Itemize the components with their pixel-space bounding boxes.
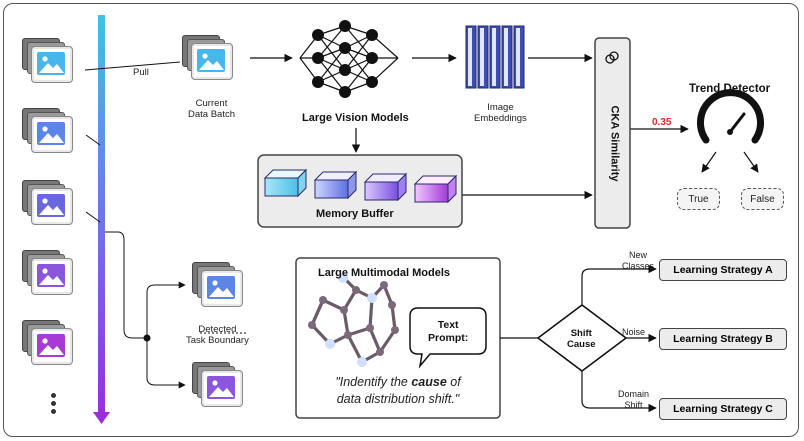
trend-detector-label: Trend Detector: [689, 83, 771, 95]
data-stream-bar: [98, 15, 105, 415]
image-icon: [202, 271, 242, 306]
image-icon: [192, 44, 232, 79]
false-outcome: False: [741, 188, 784, 210]
image-icon: [32, 259, 72, 294]
image-icon: [32, 329, 72, 364]
large-vision-models-label: Large Vision Models: [302, 112, 409, 124]
cka-similarity-box: [594, 37, 631, 229]
learning-strategy-b: Learning Strategy B: [659, 328, 787, 350]
image-icon: [202, 371, 242, 406]
cka-similarity-label: CKA Similarity: [608, 105, 621, 182]
learning-strategy-c: Learning Strategy C: [659, 398, 787, 420]
stream-image-4: [22, 250, 72, 294]
memory-buffer-label: Memory Buffer: [316, 208, 394, 220]
stream-image-3: [22, 180, 72, 224]
stream-image-2: [22, 108, 72, 152]
image-icon: [32, 189, 72, 224]
trend-value-label: 0.35: [652, 117, 672, 128]
violet-block-icon: [413, 174, 458, 204]
stream-image-1: [22, 38, 72, 82]
image-icon: [32, 47, 72, 82]
vertical-ellipsis-icon: [51, 393, 57, 414]
image-embeddings-icon: [465, 25, 525, 89]
gauge-icon: [697, 89, 764, 144]
figure-frame: [3, 3, 799, 437]
noise-label: Noise: [622, 327, 646, 337]
stream-image-5: [22, 320, 72, 364]
image-icon: [32, 117, 72, 152]
boundary-image-1: [192, 262, 242, 306]
lmm-title: Large Multimodal Models: [318, 267, 451, 279]
cyan-block-icon: [263, 168, 308, 198]
prompt-quote: "Indentify the cause of data distributio…: [335, 375, 461, 406]
true-outcome: True: [677, 188, 720, 210]
data-stream-arrowhead: [93, 412, 110, 424]
memory-buffer-box: [257, 154, 463, 228]
boundary-image-2: [192, 362, 242, 406]
blue-block-icon: [313, 170, 358, 200]
speech-bubble: [409, 307, 487, 369]
learning-strategy-a: Learning Strategy A: [659, 259, 787, 281]
current-batch-image: [182, 35, 232, 79]
pull-label: Pull: [133, 67, 149, 78]
overlap-circles-icon: [605, 51, 619, 64]
purple-block-icon: [363, 172, 408, 202]
